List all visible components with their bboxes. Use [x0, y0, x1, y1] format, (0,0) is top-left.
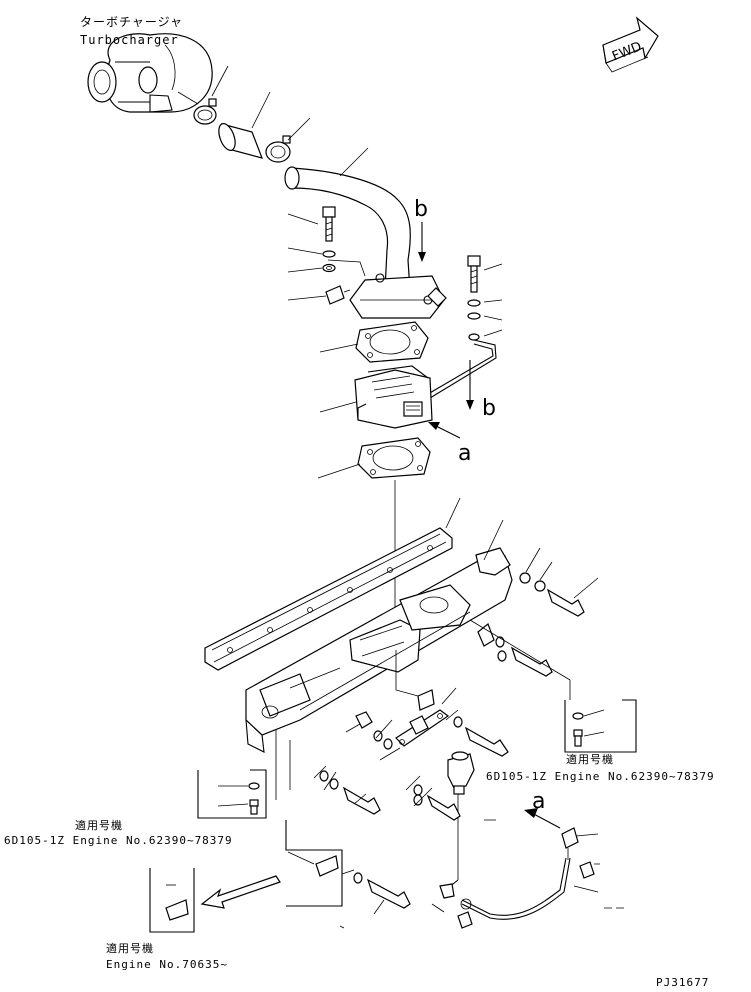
pressure-switch [447, 751, 475, 880]
lock-washer-right [467, 312, 481, 320]
lower-bracket-box [285, 820, 343, 907]
bolt-right [467, 255, 481, 293]
washer-c2 [383, 738, 393, 750]
applicability-box-bottom [149, 868, 195, 933]
applicability-jp-bottom: 適用号機 [106, 941, 154, 955]
applicability-en-right: 6D105-1Z Engine No.62390~78379 [486, 770, 715, 783]
gasket-upper [355, 321, 429, 363]
drawing-number: PJ31677 [656, 976, 709, 989]
washer-e1 [353, 872, 363, 884]
view-a-label: a [458, 441, 471, 466]
washer-r2 [534, 580, 546, 592]
fwd-arrow: FWD [602, 16, 659, 73]
washer-d1 [413, 784, 423, 796]
rubber-hose [218, 123, 263, 159]
applicability-box-left [197, 769, 267, 819]
turbocharger-label-jp: ターボチャージャ [80, 15, 183, 29]
exhaust-brake-valve [354, 365, 433, 429]
arrow-a-label: a [532, 789, 545, 814]
washer-d2 [413, 794, 423, 806]
bolt-l [342, 786, 381, 815]
plug-left [325, 285, 351, 305]
nut-2 [409, 715, 429, 735]
applicability-jp-left: 適用号機 [75, 818, 123, 832]
manifold-gasket [204, 527, 453, 671]
washer-m1 [495, 636, 505, 648]
gasket-lower [357, 437, 431, 479]
air-line [427, 333, 497, 399]
plug-right [427, 287, 447, 307]
hose-clamp-2 [265, 135, 291, 163]
hose-clamp-1 [193, 98, 217, 125]
spacer-block [395, 650, 435, 711]
lock-washer-left [322, 263, 336, 273]
wire-harness [439, 827, 595, 929]
view-b-label-top: b [414, 197, 428, 222]
washer-right [467, 299, 481, 307]
applicability-box-right [564, 699, 637, 753]
view-b-label-bottom: b [482, 396, 496, 421]
washer-left [322, 250, 336, 258]
washer-m2 [497, 650, 507, 662]
applicability-jp-right: 適用号機 [566, 752, 614, 766]
washer-c3 [453, 716, 463, 728]
bolt-r-middle [510, 646, 553, 677]
washer-l1 [319, 770, 329, 782]
turbocharger-label-en: Turbocharger [80, 33, 179, 47]
turbocharger [87, 33, 213, 113]
direction-arrow [200, 875, 281, 909]
applicability-en-bottom: Engine No.70635~ [106, 958, 228, 971]
applicability-en-left: 6D105-1Z Engine No.62390~78379 [4, 834, 233, 847]
exhaust-manifold [245, 547, 513, 753]
washer-l2 [329, 778, 339, 790]
connector-pipe [284, 166, 445, 319]
nut-1 [355, 711, 373, 729]
bolt-r-upper [546, 588, 585, 617]
bolt-e [366, 878, 411, 909]
bolt-left [322, 206, 336, 242]
bolt-d [426, 794, 461, 821]
washer-r1 [519, 572, 531, 584]
bolt-c [464, 726, 509, 757]
